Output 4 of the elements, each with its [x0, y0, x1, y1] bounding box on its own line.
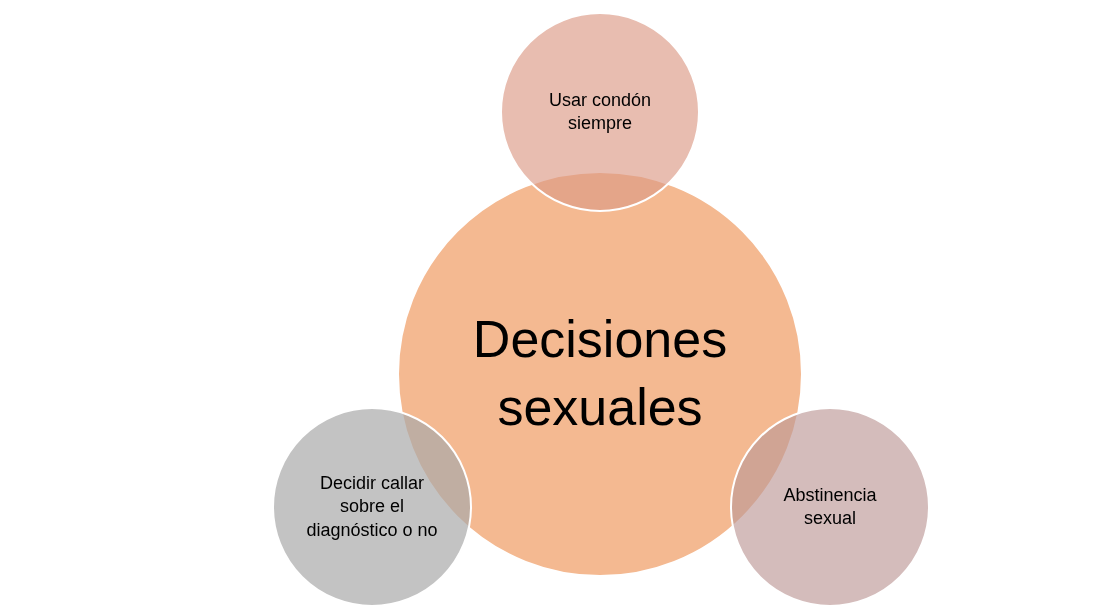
node-label: Usar condón siempre — [547, 88, 653, 135]
node-label: Abstinencia sexual — [782, 483, 878, 530]
node-label: Decidir callar sobre el diagnóstico o no — [305, 471, 439, 542]
node-label: Decisiones sexuales — [471, 309, 729, 438]
